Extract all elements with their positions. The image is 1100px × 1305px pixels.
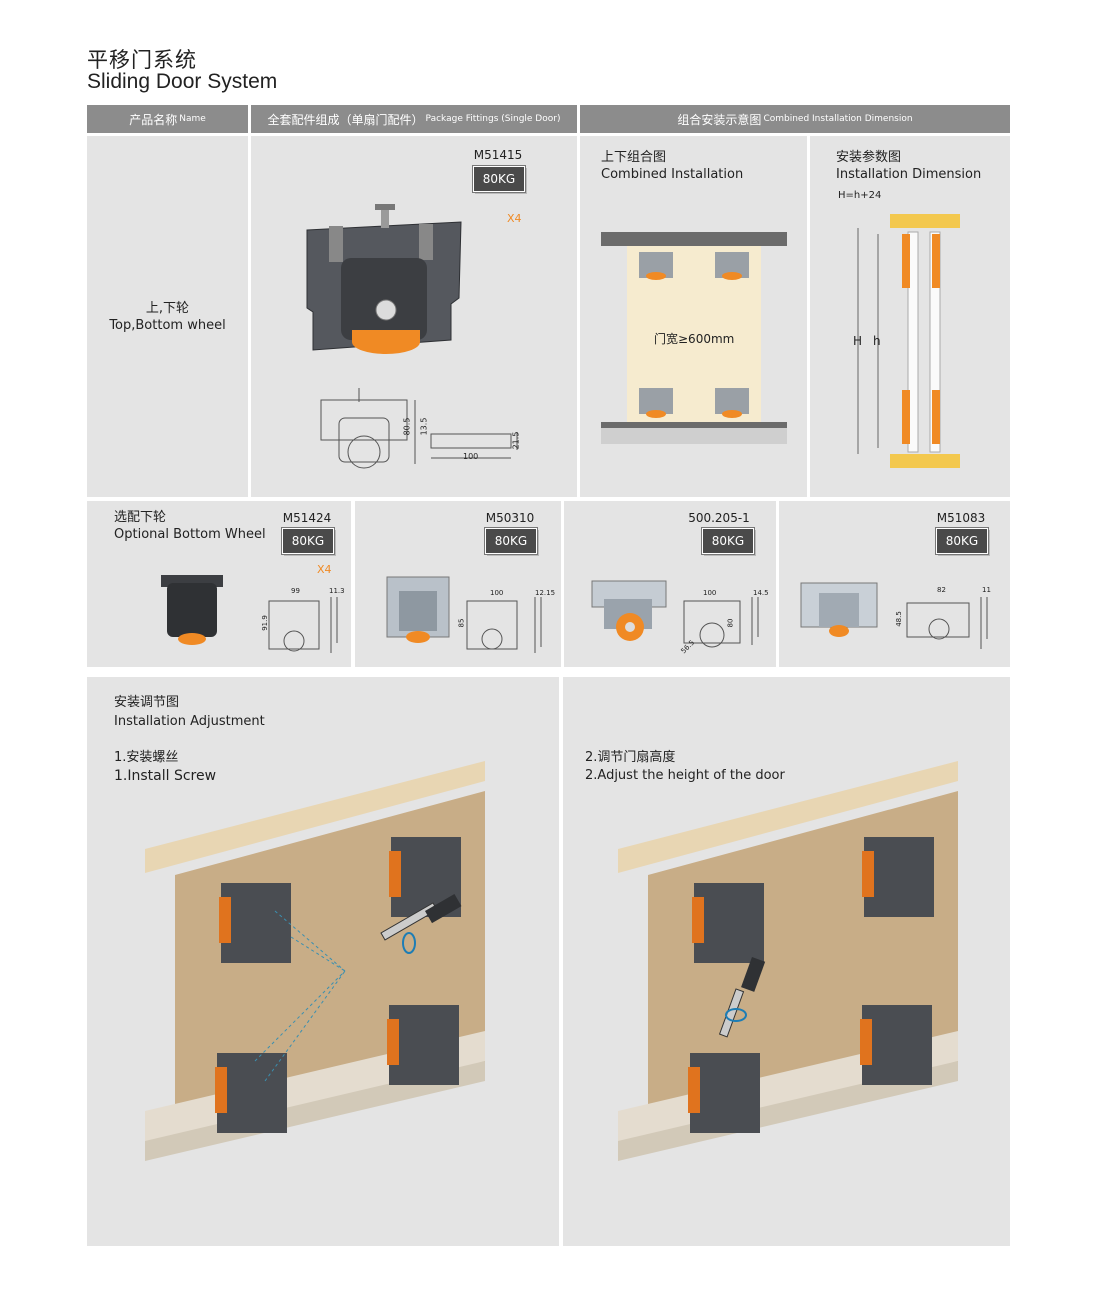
row2-d2-1: 11.3: [329, 587, 345, 595]
install-screw-illustration: [145, 761, 485, 1161]
adjust-title-en: Installation Adjustment: [114, 714, 265, 729]
row1-name-en: Top,Bottom wheel: [109, 318, 226, 333]
header-name-cn: 产品名称: [129, 112, 178, 127]
row2-d1-4: 82: [937, 586, 946, 594]
top-wheel-illustration: [306, 204, 462, 354]
adjust-height-illustration: [618, 761, 958, 1161]
optional-wheel-3-drawing: [683, 597, 759, 648]
row2-load-3: 80KG: [701, 527, 755, 555]
header-combined-cn: 组合安装示意图: [677, 112, 762, 127]
row2-name-cn: 选配下轮: [114, 510, 167, 525]
header-name-en: Name: [179, 114, 206, 124]
header-fittings: 全套配件组成（单扇门配件）Package Fittings (Single Do…: [251, 105, 577, 133]
dim-offset: 13.5: [419, 417, 429, 436]
row2-model-2: M50310: [485, 511, 535, 525]
step2-en: 2.Adjust the height of the door: [585, 768, 785, 783]
row1-load-badge: 80KG: [472, 165, 526, 193]
dim-width: 100: [463, 452, 479, 461]
row2-d2-3: 14.5: [753, 589, 769, 597]
row2-load-4: 80KG: [935, 527, 989, 555]
row2-qty-1: X4: [317, 563, 332, 576]
top-wheel-dimension-drawing: [320, 388, 518, 469]
dimension-formula: H=h+24: [838, 190, 882, 201]
optional-wheel-2-illustration: [386, 576, 450, 643]
row2-load-2: 80KG: [484, 527, 538, 555]
dimension-H: H: [853, 334, 863, 348]
row1-model: M51415: [473, 148, 523, 162]
step2-cn: 2.调节门扇高度: [585, 750, 676, 765]
row2-model-4: M51083: [936, 511, 986, 525]
row1-name-panel: 上,下轮 Top,Bottom wheel: [87, 136, 248, 497]
page-title-en: Sliding Door System: [87, 70, 278, 93]
optional-wheel-panel-1: 选配下轮 Optional Bottom Wheel M51424 80KG X…: [87, 501, 351, 667]
row2-d1-3: 100: [703, 589, 717, 597]
combined-title-cn: 上下组合图: [601, 150, 667, 165]
combined-title-en: Combined Installation: [601, 167, 744, 182]
row2-name-en: Optional Bottom Wheel: [114, 527, 266, 542]
row2-d2-2: 12.15: [535, 589, 556, 597]
row2-d1-1: 99: [291, 587, 300, 595]
adjust-panel-1: 安装调节图 Installation Adjustment 1.安装螺丝 1.I…: [87, 677, 559, 1246]
row2-d3-4: 48.5: [894, 611, 903, 627]
row2-d1-2: 100: [490, 589, 504, 597]
dimension-title-cn: 安装参数图: [836, 150, 902, 165]
row2-d3-3: 80: [726, 618, 735, 628]
combined-installation-drawing: [601, 232, 787, 444]
dim-rail: 21.5: [511, 431, 521, 450]
optional-wheel-panel-2: M50310 80KG 100 12.15 85: [355, 501, 561, 667]
row2-d2-4: 11: [982, 586, 991, 594]
dimension-drawing: [857, 214, 960, 468]
header-fittings-cn: 全套配件组成（单扇门配件）: [267, 112, 424, 127]
row1-name-cn: 上,下轮: [145, 301, 190, 316]
optional-wheel-panel-3: 500.205-1 80KG 100 14.5 80 56.5: [564, 501, 776, 667]
optional-wheel-panel-4: M51083 80KG 82 11 48.5: [779, 501, 1010, 667]
dimension-h: h: [873, 334, 881, 348]
row1-fittings-panel: M51415 80KG X4 80.5 13.5 100 21.5: [251, 136, 577, 497]
step1-en: 1.Install Screw: [114, 768, 217, 784]
row1-qty: X4: [507, 212, 522, 225]
door-width-label: 门宽≥600mm: [654, 332, 735, 346]
combined-installation-panel: 上下组合图 Combined Installation 门宽≥600mm: [580, 136, 807, 497]
optional-wheel-3-illustration: [591, 580, 667, 641]
optional-wheel-4-drawing: [906, 597, 988, 649]
step1-cn: 1.安装螺丝: [114, 750, 179, 765]
optional-wheel-2-drawing: [466, 597, 542, 653]
row2-load-1: 80KG: [281, 527, 335, 555]
installation-dimension-panel: 安装参数图 Installation Dimension H=h+24 H h: [810, 136, 1010, 497]
header-combined-en: Combined Installation Dimension: [763, 114, 913, 124]
dimension-title-en: Installation Dimension: [836, 167, 982, 182]
row2-model-1: M51424: [282, 511, 332, 525]
row2-d3-2: 85: [457, 618, 466, 628]
row2-d3-1: 91.9: [260, 615, 269, 631]
adjust-panel-2: 2.调节门扇高度 2.Adjust the height of the door: [563, 677, 1010, 1246]
optional-wheel-1-drawing: [268, 597, 338, 653]
row2-model-3: 500.205-1: [688, 511, 750, 525]
dim-height: 80.5: [402, 417, 412, 436]
optional-wheel-1-illustration: [161, 575, 223, 645]
page-title-cn: 平移门系统: [87, 48, 197, 72]
optional-wheel-4-illustration: [800, 582, 878, 637]
header-fittings-en: Package Fittings (Single Door): [425, 114, 561, 124]
adjust-title-cn: 安装调节图: [114, 695, 180, 710]
